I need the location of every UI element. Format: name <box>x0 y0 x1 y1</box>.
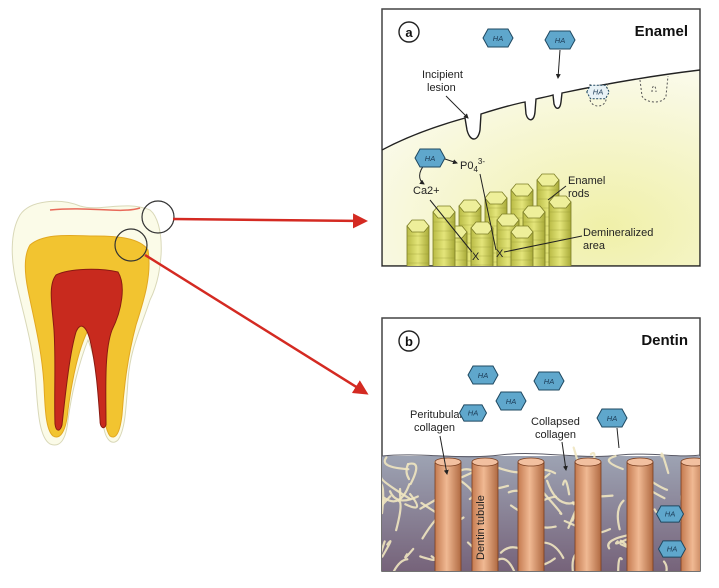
ha-crystal-label: HA <box>607 414 617 423</box>
ha-crystal-label: HA <box>478 371 488 380</box>
dissolved-mineral-outline-2 <box>639 75 669 103</box>
arrow-to-dentin-panel <box>144 253 369 395</box>
dentin-zoom-circle <box>114 228 148 262</box>
ha-crystal-label: HA <box>593 87 603 96</box>
ha-crystal-icon: HA <box>467 365 499 385</box>
arrow-to-enamel-panel <box>172 213 368 229</box>
dissolved-mineral-outline-1 <box>589 81 609 107</box>
collagen-fiber <box>382 540 386 557</box>
collagen-fiber <box>405 463 411 481</box>
pointer-collapsed-collagen <box>561 441 568 471</box>
label-dentin-tubule: Dentin tubule <box>475 495 487 560</box>
collagen-fiber <box>404 492 419 509</box>
panel-a-title: Enamel <box>635 23 688 40</box>
dentin-tubule <box>626 457 654 571</box>
collagen-fiber <box>419 555 437 562</box>
collagen-fiber <box>382 483 385 515</box>
label-collapsed-1: Collapsed <box>531 416 580 428</box>
collagen-fiber <box>607 533 632 550</box>
dentin-tubule <box>517 457 545 571</box>
collagen-fiber <box>660 452 670 475</box>
enamel-rod <box>470 221 494 266</box>
dentin-tubule <box>574 457 602 571</box>
panel-a-badge-text: a <box>405 25 413 40</box>
collagen-fiber <box>616 499 625 531</box>
ha-crystal-icon: HA <box>533 371 565 391</box>
pointer-enamel-rods <box>547 185 567 201</box>
label-demineralized-1: Demineralized <box>583 227 653 239</box>
collagen-fiber <box>395 499 402 532</box>
enamel-rod <box>406 219 430 266</box>
ha-crystal-label: HA <box>425 154 435 163</box>
ha-crystal-label: HA <box>468 409 478 418</box>
collagen-fiber <box>406 462 418 486</box>
pointer-ca-to-area <box>429 199 473 253</box>
ha-crystal-label: HA <box>667 545 677 554</box>
dentin-tubules <box>434 457 700 571</box>
collagen-fiber <box>382 540 392 558</box>
collagen-fiber <box>404 547 415 559</box>
collagen-fiber <box>546 479 578 505</box>
label-calcium-ion: Ca2+ <box>413 185 440 197</box>
dentin-panel: b Dentin Peritubular collagen Collapsed … <box>381 317 701 572</box>
label-phosphate-ion: P043- <box>460 157 485 174</box>
ha-crystal-icon: HA <box>495 391 527 411</box>
enamel-rod <box>548 195 572 266</box>
ha-crystal-icon: HA <box>586 84 610 100</box>
demineralized-mark-2: X <box>496 248 504 260</box>
enamel-rod <box>510 225 534 266</box>
pointer-demineralized-area <box>503 235 583 253</box>
pointer-peritubular <box>439 435 449 475</box>
label-enamel-rods-2: rods <box>568 188 590 200</box>
ha-crystal-label: HA <box>493 34 503 43</box>
ha-crystal-label: HA <box>665 510 675 519</box>
ha-crystal-icon: HA <box>655 505 685 523</box>
panel-a-badge <box>398 21 420 43</box>
panel-b-badge <box>398 330 420 352</box>
panel-b-title: Dentin <box>641 332 688 349</box>
ha-crystal-icon: HA <box>596 408 628 428</box>
pointer-po4-to-area <box>479 173 497 251</box>
ha-entry-arrow <box>555 49 561 79</box>
ha-trail <box>616 427 620 449</box>
pointer-incipient-lesion <box>445 95 469 119</box>
collagen-fiber <box>662 560 668 571</box>
label-incipient-lesion-1: Incipient <box>422 69 463 81</box>
enamel-rod <box>432 205 456 266</box>
label-incipient-lesion-2: lesion <box>427 82 456 94</box>
collagen-fiber <box>383 456 410 471</box>
dentin-tubule <box>680 457 700 571</box>
collagen-fiber <box>382 476 412 501</box>
label-peritubular-1: Peritubular <box>410 409 464 421</box>
ha-crystal-icon: HA <box>657 540 687 558</box>
label-peritubular-2: collagen <box>414 422 455 434</box>
label-enamel-rods-1: Enamel <box>568 175 605 187</box>
collagen-fiber <box>388 490 419 502</box>
collagen-fiber <box>561 479 571 496</box>
dentin-tubule <box>471 457 499 571</box>
ha-crystal-icon: HA <box>482 28 514 48</box>
ha-crystal-label: HA <box>555 36 565 45</box>
ha-crystal-icon: HA <box>544 30 576 50</box>
ha-crystal-icon: HA <box>414 148 446 168</box>
label-demineralized-2: area <box>583 240 606 252</box>
panel-b-badge-text: b <box>405 334 413 349</box>
label-collapsed-2: collagen <box>535 429 576 441</box>
ha-crystal-label: HA <box>544 377 554 386</box>
demineralized-mark-1: X <box>472 251 480 263</box>
collagen-fiber <box>607 454 624 471</box>
dentin-tubule <box>434 457 462 571</box>
tooth-illustration <box>11 200 175 446</box>
collagen-fiber <box>617 557 623 571</box>
ha-crystal-icon: HA <box>458 404 488 422</box>
enamel-edge-line <box>49 207 141 212</box>
collagen-fiber <box>392 558 409 571</box>
hydroxyapatite-crystals: HA HA HA HA HA HA HA HA HA HA HA <box>414 28 687 558</box>
enamel-panel: a Enamel Incipient lesion Ca2+ P043- Ena… <box>381 8 701 267</box>
tooth-pulp <box>50 268 123 431</box>
enamel-zoom-circle <box>141 200 175 234</box>
ha-crystal-label: HA <box>506 397 516 406</box>
